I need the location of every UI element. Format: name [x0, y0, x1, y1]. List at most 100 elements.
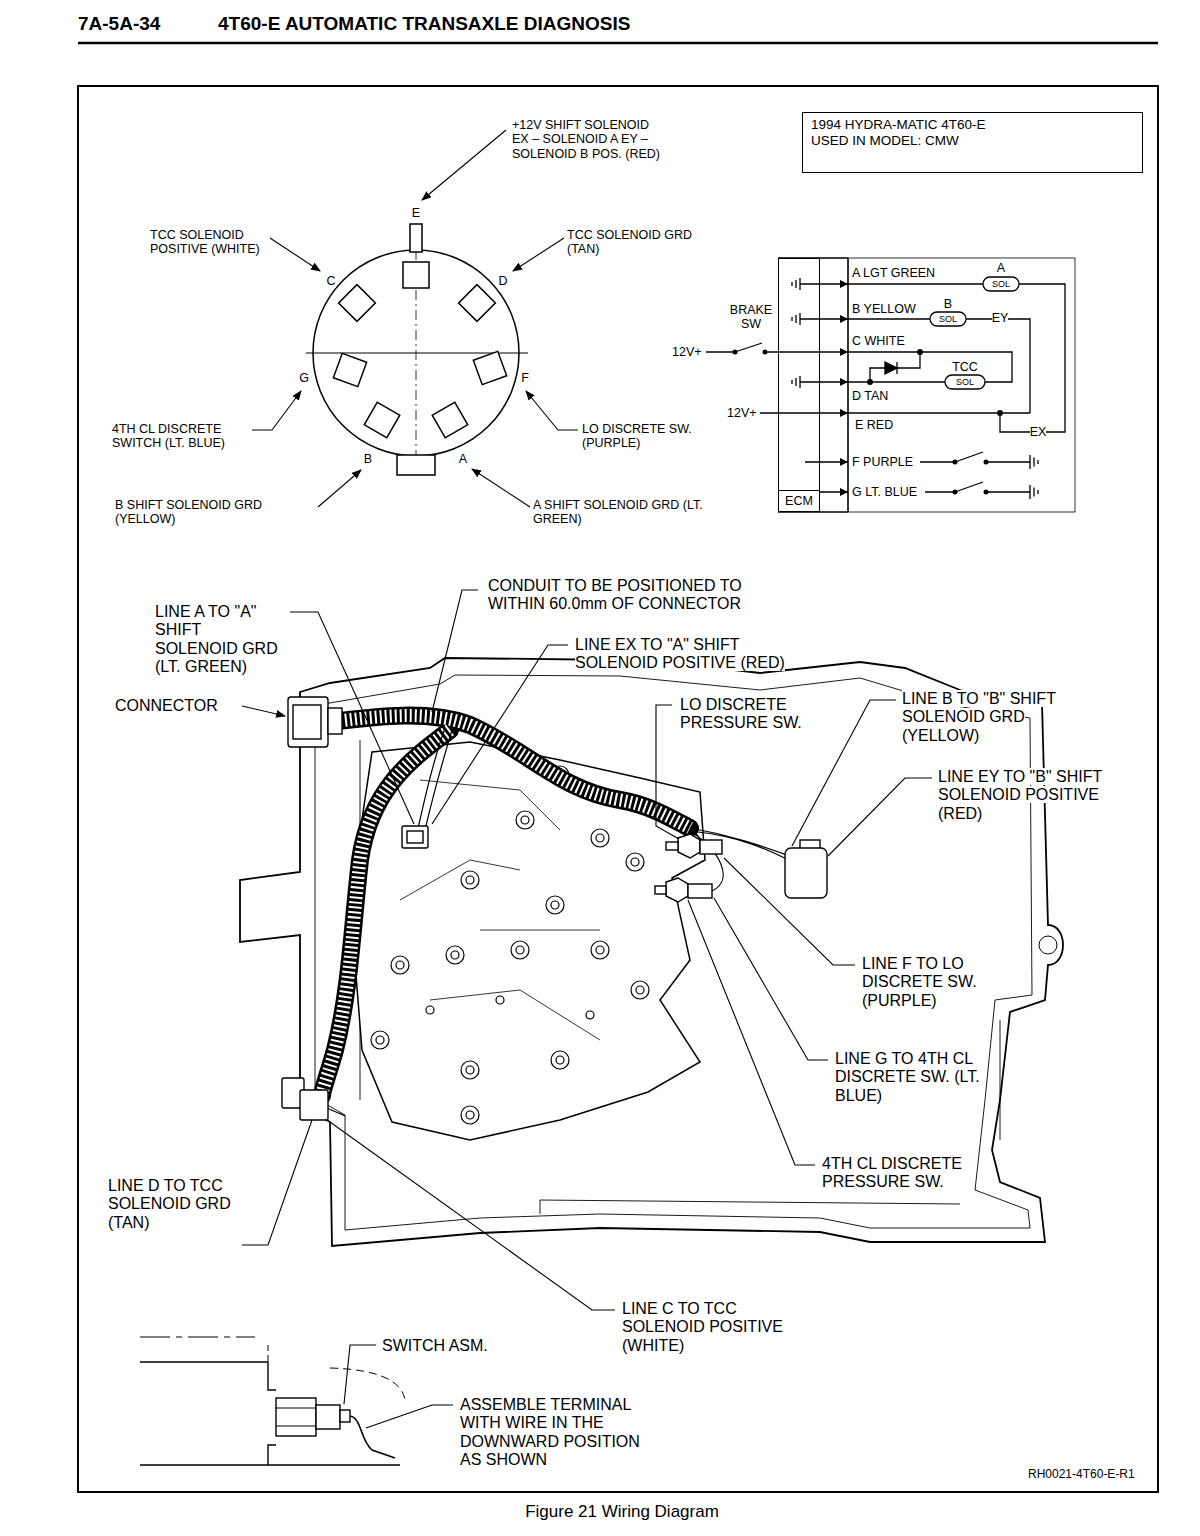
schematic-wiring [848, 258, 1075, 512]
schematic-wiring [930, 312, 966, 326]
connector-pin-label: A [459, 452, 467, 466]
figure-caption: Figure 21 Wiring Diagram [525, 1502, 719, 1521]
connector-pin-label: C [326, 274, 335, 288]
switch-detail [340, 1410, 350, 1422]
schematic-label: A LGT GREEN [852, 266, 935, 280]
schematic-dot [997, 410, 1003, 416]
schematic-label-box: SOL [939, 314, 957, 324]
schematic-dot [867, 379, 873, 385]
schematic-wiring [706, 258, 1075, 512]
valve-body-bolt [376, 1036, 384, 1044]
connector-face [306, 224, 528, 475]
valve-body [400, 780, 600, 1040]
drawing-number: RH0021-4T60-E-R1 [1028, 1467, 1135, 1481]
callout-leader [290, 612, 414, 824]
connector-face [432, 402, 468, 438]
valve-body-bolt [516, 946, 524, 954]
connector-pin-label-box: A SHIFT SOLENOID GRD (LT. GREEN) [533, 498, 743, 527]
schematic-label: C WHITE [852, 334, 905, 348]
switch-detail [276, 1408, 316, 1426]
callout-label-box: LINE D TO TCC SOLENOID GRD (TAN) [108, 1177, 238, 1232]
harness-component [293, 705, 321, 739]
harness-component [688, 884, 712, 898]
valve-body-bolt [396, 961, 404, 969]
callout-label-box: LINE C TO TCC SOLENOID POSITIVE (WHITE) [622, 1300, 822, 1355]
valve-body-bolt [521, 816, 529, 824]
connector-pin-label: TCC SOLENOID GRD (TAN) [567, 228, 692, 256]
schematic-dot [953, 460, 958, 465]
valve-body-bolt [466, 1066, 474, 1074]
connector-pin-label-box: TCC SOLENOID POSITIVE (WHITE) [150, 228, 270, 257]
valve-body-bolt [426, 1006, 434, 1014]
connector-pin-label-box: B SHIFT SOLENOID GRD (YELLOW) [115, 498, 315, 527]
schematic-label: SOL [939, 314, 957, 324]
callout-label-box: 4TH CL DISCRETE PRESSURE SW. [822, 1155, 1002, 1192]
schematic-label: BRAKE SW [730, 303, 772, 331]
callout-label-box: LINE F TO LO DISCRETE SW. (PURPLE) [862, 955, 1002, 1010]
valve-body-bolt [556, 1056, 564, 1064]
schematic-dot [984, 490, 989, 495]
page-frame [78, 86, 1158, 1492]
connector-pin-label: F [521, 371, 529, 385]
callout-label: 4TH CL DISCRETE PRESSURE SW. [822, 1155, 962, 1190]
harness-component [678, 834, 700, 858]
schematic-wiring [925, 482, 1038, 499]
callout-label-box: SWITCH ASM. [382, 1337, 488, 1355]
box-text: 1994 HYDRA-MATIC 4T60-E USED IN MODEL: C… [811, 117, 1011, 148]
callout-leader [330, 1122, 615, 1310]
callout-leader [366, 1405, 453, 1428]
callout-label: LINE B TO "B" SHIFT SOLENOID GRD (YELLOW… [902, 690, 1056, 744]
connector-pin-label-box: F [521, 371, 529, 385]
connector-pin-label: D [498, 274, 507, 288]
valve-body-bolt [586, 1011, 594, 1019]
figure-caption-box: Figure 21 Wiring Diagram [525, 1502, 719, 1522]
transaxle-case [315, 675, 1032, 1230]
callout-label-box: LINE EX TO "A" SHIFT SOLENOID POSITIVE (… [575, 636, 795, 673]
pin-leader [526, 391, 578, 430]
schematic-dot [984, 460, 989, 465]
callout-leader [688, 900, 815, 1165]
valve-body-bolt [551, 1051, 569, 1069]
schematic-dot [733, 280, 1004, 496]
valve-body-bolt [371, 1031, 389, 1049]
schematic-label: G LT. BLUE [852, 485, 917, 499]
schematic-wiring [848, 319, 1030, 413]
callout-leader [432, 645, 568, 824]
callout-leader [344, 1345, 376, 1404]
pin-leader [252, 130, 578, 507]
schematic-label: F PURPLE [852, 455, 913, 469]
callout-label-box: LO DISCRETE PRESSURE SW. [680, 696, 830, 733]
schematic-label-box: D TAN [852, 389, 888, 403]
pin-leader [270, 238, 320, 271]
connector-pin-label-box: C [326, 274, 335, 288]
callout-label: CONDUIT TO BE POSITIONED TO WITHIN 60.0m… [488, 577, 742, 612]
schematic-wiring [983, 277, 1019, 291]
schematic-label: E RED [855, 418, 893, 432]
valve-body-bolt [596, 946, 604, 954]
schematic-dot [917, 349, 923, 355]
valve-body-bolt [461, 871, 479, 889]
callout-label: LINE EY TO "B" SHIFT SOLENOID POSITIVE (… [938, 768, 1102, 822]
connector-pin-label-box: 4TH CL DISCRETE SWITCH (LT. BLUE) [112, 422, 252, 451]
schematic-wiring [920, 452, 1038, 469]
pin-leader [318, 470, 361, 507]
valve-body-bolt [446, 946, 464, 964]
valve-body-bolt [466, 1111, 474, 1119]
valve-body-bolt [596, 834, 604, 842]
valve-body-bolt [466, 876, 474, 884]
pin-leader [422, 130, 506, 200]
callout-label: LINE G TO 4TH CL DISCRETE SW. (LT. BLUE) [835, 1050, 980, 1104]
schematic-label-box: TCC [952, 360, 978, 374]
schematic-label-box: 12V+ [672, 345, 702, 359]
switch-detail [276, 1398, 316, 1436]
connector-pin-label-box: B [364, 452, 372, 466]
schematic-wiring [778, 258, 848, 512]
schematic-label-box: A LGT GREEN [852, 266, 935, 280]
schematic-label: B YELLOW [852, 302, 916, 316]
connector-pin-label: A SHIFT SOLENOID GRD (LT. GREEN) [533, 498, 703, 526]
page-title: 4T60-E AUTOMATIC TRANSAXLE DIAGNOSIS [218, 13, 630, 34]
harness-component [785, 848, 827, 898]
valve-body-bolt [591, 941, 609, 959]
callout-label-box: LINE EY TO "B" SHIFT SOLENOID POSITIVE (… [938, 768, 1143, 823]
connector-pin-label: 4TH CL DISCRETE SWITCH (LT. BLUE) [112, 422, 225, 450]
